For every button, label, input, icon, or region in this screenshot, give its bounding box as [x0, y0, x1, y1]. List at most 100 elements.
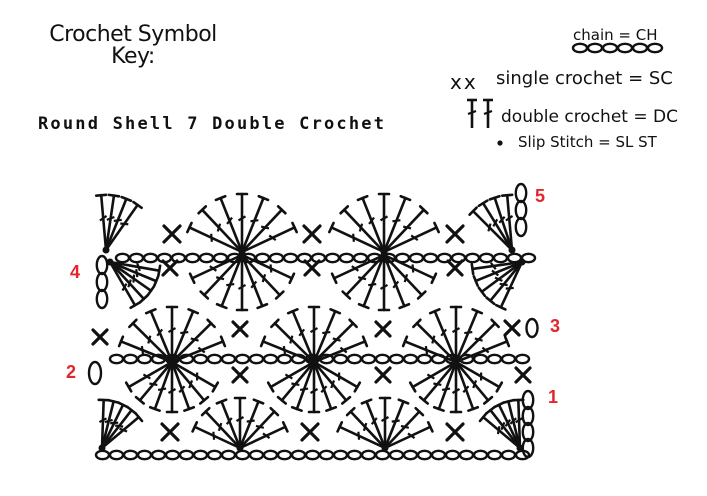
double-crochet [377, 253, 391, 312]
chain-stitch [94, 449, 111, 461]
chain-stitch [500, 449, 517, 461]
double-crochet [94, 193, 108, 252]
double-crochet [377, 192, 391, 254]
shell-center [98, 444, 106, 452]
double-crochet [477, 260, 524, 298]
shell-center [106, 258, 114, 266]
double-crochet [100, 412, 144, 450]
double-crochet [382, 253, 427, 300]
chain-stitch [122, 449, 139, 461]
legend-symbols [467, 42, 664, 146]
double-crochet [240, 253, 285, 300]
chain-stitch [422, 252, 439, 264]
chain-stitch [430, 449, 447, 461]
chain-stitch [472, 353, 489, 365]
double-crochet [170, 360, 220, 393]
key-title-line-2: Key: [111, 44, 155, 69]
double-crochet [170, 360, 210, 405]
double-crochet [312, 308, 342, 364]
single-crochet [302, 224, 322, 244]
single-crochet [503, 319, 521, 337]
chain-stitch [276, 449, 293, 461]
double-crochet [108, 260, 141, 310]
double-crochet [266, 360, 316, 393]
double-crochet [108, 260, 160, 288]
double-crochet [186, 221, 244, 254]
double-crochet [356, 194, 386, 254]
double-crochet [383, 398, 410, 450]
double-crochet [233, 396, 247, 450]
double-crochet [286, 308, 316, 364]
double-crochet [128, 318, 174, 364]
chain-stitch [192, 353, 209, 365]
chain-stitch [416, 449, 433, 461]
chain-stitch [262, 449, 279, 461]
double-crochet [383, 406, 425, 450]
double-crochet [100, 401, 129, 450]
shell-center [518, 258, 526, 266]
double-crochet [472, 260, 524, 287]
double-crochet [382, 253, 411, 310]
chain-stitch [290, 449, 307, 461]
chain-stitch [616, 42, 634, 54]
double-crochet [418, 360, 458, 405]
double-crochet [240, 253, 269, 310]
double-crochet [108, 260, 156, 297]
chain-stitch [108, 353, 125, 365]
double-crochet [449, 305, 463, 364]
row-number-2: 2 [66, 362, 76, 382]
double-crochet [199, 253, 244, 300]
double-crochet [312, 360, 352, 405]
chain-stitch [206, 353, 223, 365]
double-crochet [330, 253, 386, 285]
shell-center [452, 358, 460, 366]
double-crochet [108, 260, 162, 277]
double-crochet [238, 421, 289, 450]
legend-slip-stitch-dot [497, 140, 503, 146]
double-crochet [328, 221, 386, 254]
turning-chain [95, 288, 109, 310]
double-crochet [104, 193, 121, 252]
chain-stitch [338, 252, 355, 264]
double-crochet [454, 360, 494, 405]
double-crochet [408, 360, 458, 393]
chain-stitch [346, 353, 363, 365]
chain-stitch [402, 353, 419, 365]
legend-double-crochet-icon [483, 98, 493, 128]
double-crochet [488, 194, 514, 252]
chain-stitch [514, 353, 531, 365]
chain-stitch [646, 42, 664, 54]
chain-stitch [374, 353, 391, 365]
chain-stitch [352, 252, 369, 264]
single-crochet [161, 259, 179, 277]
double-crochet [382, 194, 412, 254]
chain-stitch [318, 449, 335, 461]
single-crochet [374, 366, 392, 384]
legend-sc-symbol: xx [450, 70, 478, 94]
double-crochet [214, 194, 244, 254]
double-crochet [235, 192, 249, 254]
chain-stitch [178, 449, 195, 461]
chain-stitch [136, 449, 153, 461]
shell-center [508, 246, 516, 254]
double-crochet [240, 221, 298, 254]
double-crochet [432, 360, 458, 412]
legend-sc-label: single crochet = SC [496, 68, 673, 89]
row-number-4: 4 [70, 262, 80, 282]
chain-stitch [492, 252, 509, 264]
turning-chain [514, 182, 528, 204]
double-crochet [493, 401, 522, 450]
double-crochet [215, 253, 244, 310]
chain-stitch [486, 449, 503, 461]
row-number-3: 3 [550, 316, 560, 336]
double-crochet [97, 398, 110, 450]
double-crochet [165, 360, 179, 414]
chain-stitch [114, 252, 131, 264]
double-crochet [240, 205, 287, 254]
double-crochet [412, 318, 458, 364]
double-crochet [144, 308, 174, 364]
double-crochet [270, 318, 316, 364]
chain-stitch [631, 42, 649, 54]
double-crochet [124, 360, 174, 393]
chain-stitch [360, 353, 377, 365]
